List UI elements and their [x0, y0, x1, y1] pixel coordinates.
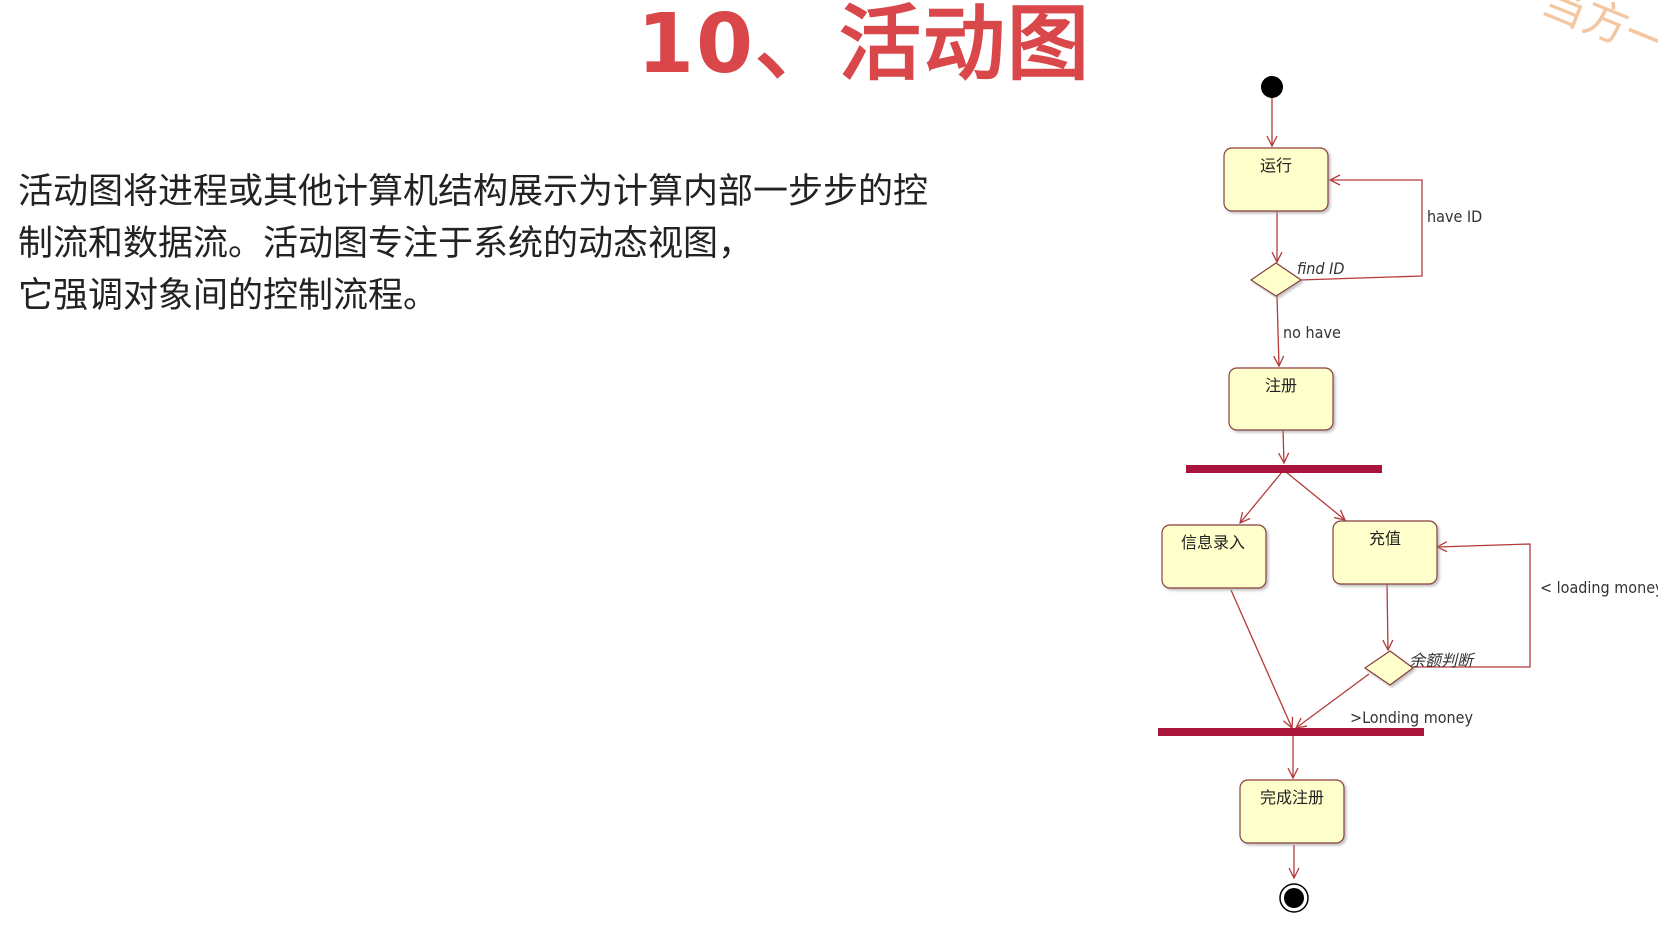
body-line-2: 制流和数据流。活动图专注于系统的动态视图， [18, 224, 754, 264]
decision-balance [1363, 650, 1415, 686]
node-complete-label: 完成注册 [1260, 788, 1324, 807]
body-line-3: 它强调对象间的控制流程。 [18, 276, 439, 316]
node-run: 运行 [1223, 147, 1329, 212]
slide-title-text: 10、活动图 [636, 0, 1092, 92]
edge-fork-to-recharge [1285, 471, 1345, 520]
node-register-label: 注册 [1265, 376, 1297, 395]
edge-recharge-to-balance [1387, 583, 1388, 650]
label-balance-check: 余额判断 [1409, 651, 1476, 670]
node-register: 注册 [1228, 367, 1334, 431]
edge-register-to-fork [1283, 429, 1284, 463]
node-complete: 完成注册 [1239, 779, 1345, 844]
decision-find-id [1249, 262, 1303, 297]
node-recharge: 充值 [1332, 520, 1438, 585]
initial-node [1261, 76, 1283, 98]
join-bar [1158, 728, 1424, 736]
edge-balance-to-join [1296, 673, 1370, 728]
edge-decision-to-register [1277, 295, 1279, 366]
label-find-id: find ID [1297, 259, 1344, 278]
edge-loading-money-loop [1411, 544, 1531, 668]
slide-title: 10、活动图 [0, 0, 1658, 90]
node-info-entry-label: 信息录入 [1181, 533, 1245, 552]
label-have-id: have ID [1427, 207, 1482, 226]
node-run-label: 运行 [1260, 156, 1292, 175]
label-loading-money: < loading money [1540, 578, 1658, 597]
edge-fork-to-info [1240, 471, 1283, 523]
label-no-have: no have [1283, 323, 1341, 342]
node-info-entry: 信息录入 [1161, 524, 1267, 589]
final-node-inner [1284, 888, 1304, 908]
label-londing-money: >Londing money [1350, 708, 1474, 727]
slide-body: 活动图将进程或其他计算机结构展示为计算内部一步步的控 制流和数据流。活动图专注于… [18, 166, 1018, 322]
node-recharge-label: 充值 [1369, 529, 1401, 548]
body-line-1: 活动图将进程或其他计算机结构展示为计算内部一步步的控 [18, 172, 929, 212]
fork-bar [1186, 465, 1382, 473]
edge-info-to-join [1230, 589, 1292, 728]
edge-have-id-loop [1299, 180, 1423, 281]
